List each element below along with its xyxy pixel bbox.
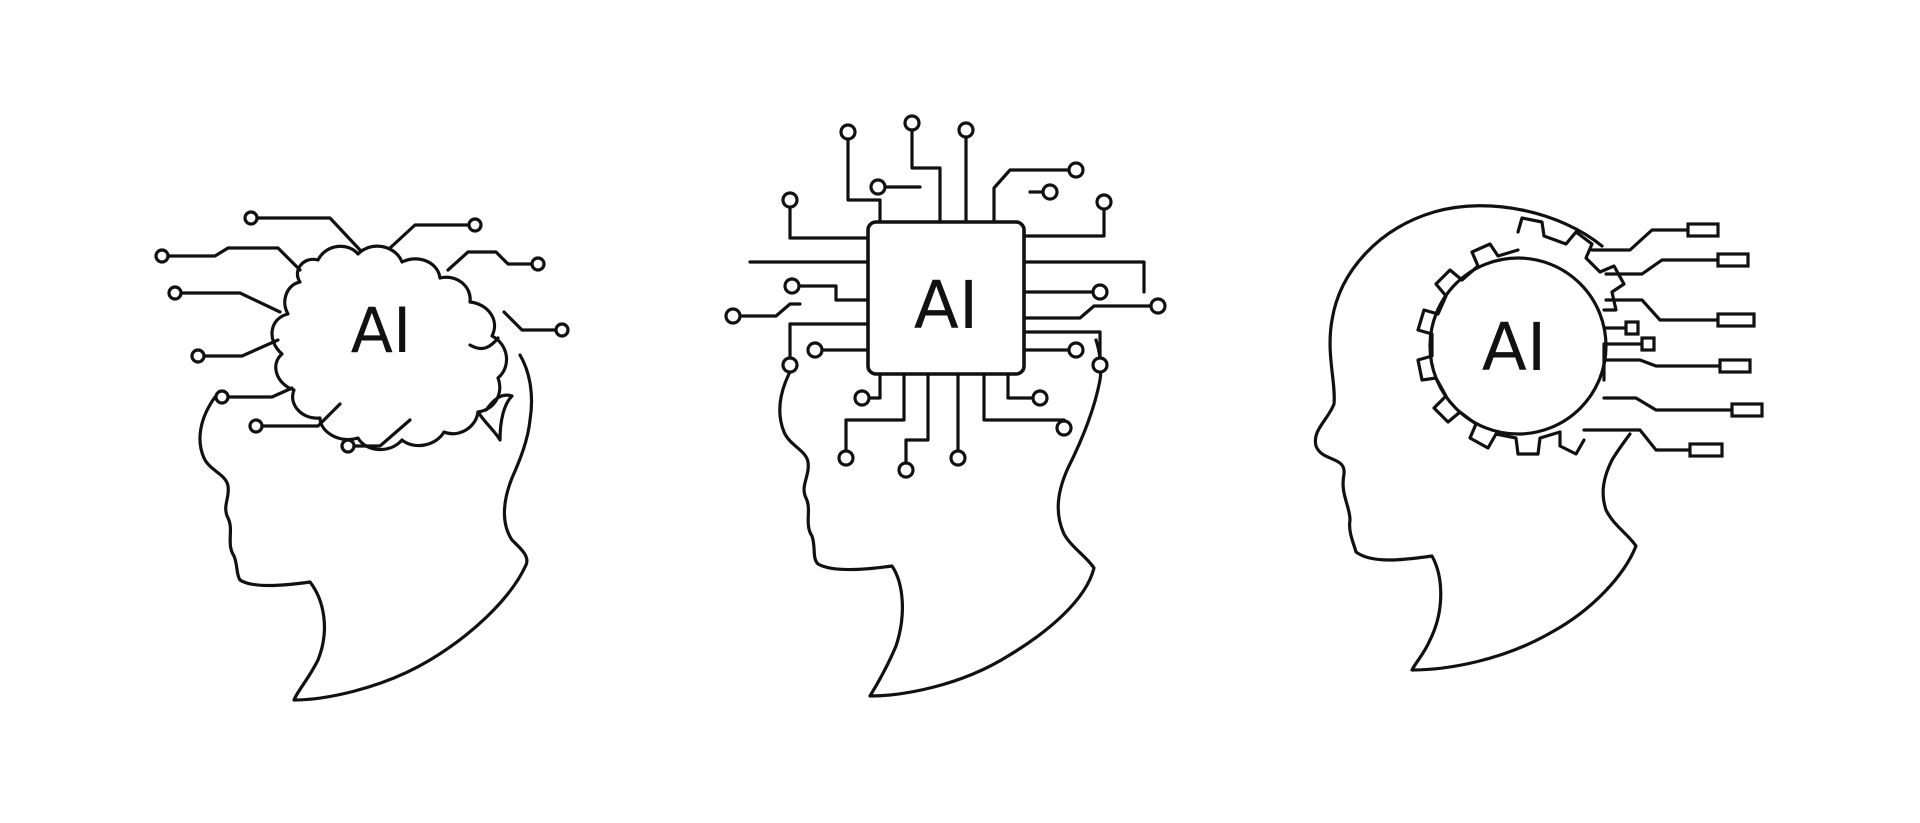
chip-circuit-traces xyxy=(731,121,1160,472)
brain-ai-label: AI xyxy=(351,294,412,367)
ai-chip-circuit-head-icon: AI xyxy=(724,114,1167,698)
gear-inner-circle xyxy=(1428,256,1608,436)
head-silhouette-1 xyxy=(198,353,534,702)
brain-stem xyxy=(476,393,514,442)
gear-circuit-traces xyxy=(1582,228,1734,452)
chip-circuit-nodes xyxy=(724,114,1167,479)
ai-brain-circuit-head-icon: AI xyxy=(154,210,570,702)
gear-ai-label: AI xyxy=(1482,309,1547,386)
chip-ai-label: AI xyxy=(914,267,979,344)
brain-fold xyxy=(468,336,500,351)
ai-gear-circuit-head-icon: AI xyxy=(1313,204,1764,672)
chip-body xyxy=(866,220,1026,376)
brain-circuit-traces xyxy=(160,216,564,448)
head-silhouette-2 xyxy=(778,338,1103,698)
gear-circuit-terminals xyxy=(1624,222,1764,458)
brain-circuit-nodes xyxy=(154,210,570,454)
head-silhouette-3 xyxy=(1313,204,1638,672)
